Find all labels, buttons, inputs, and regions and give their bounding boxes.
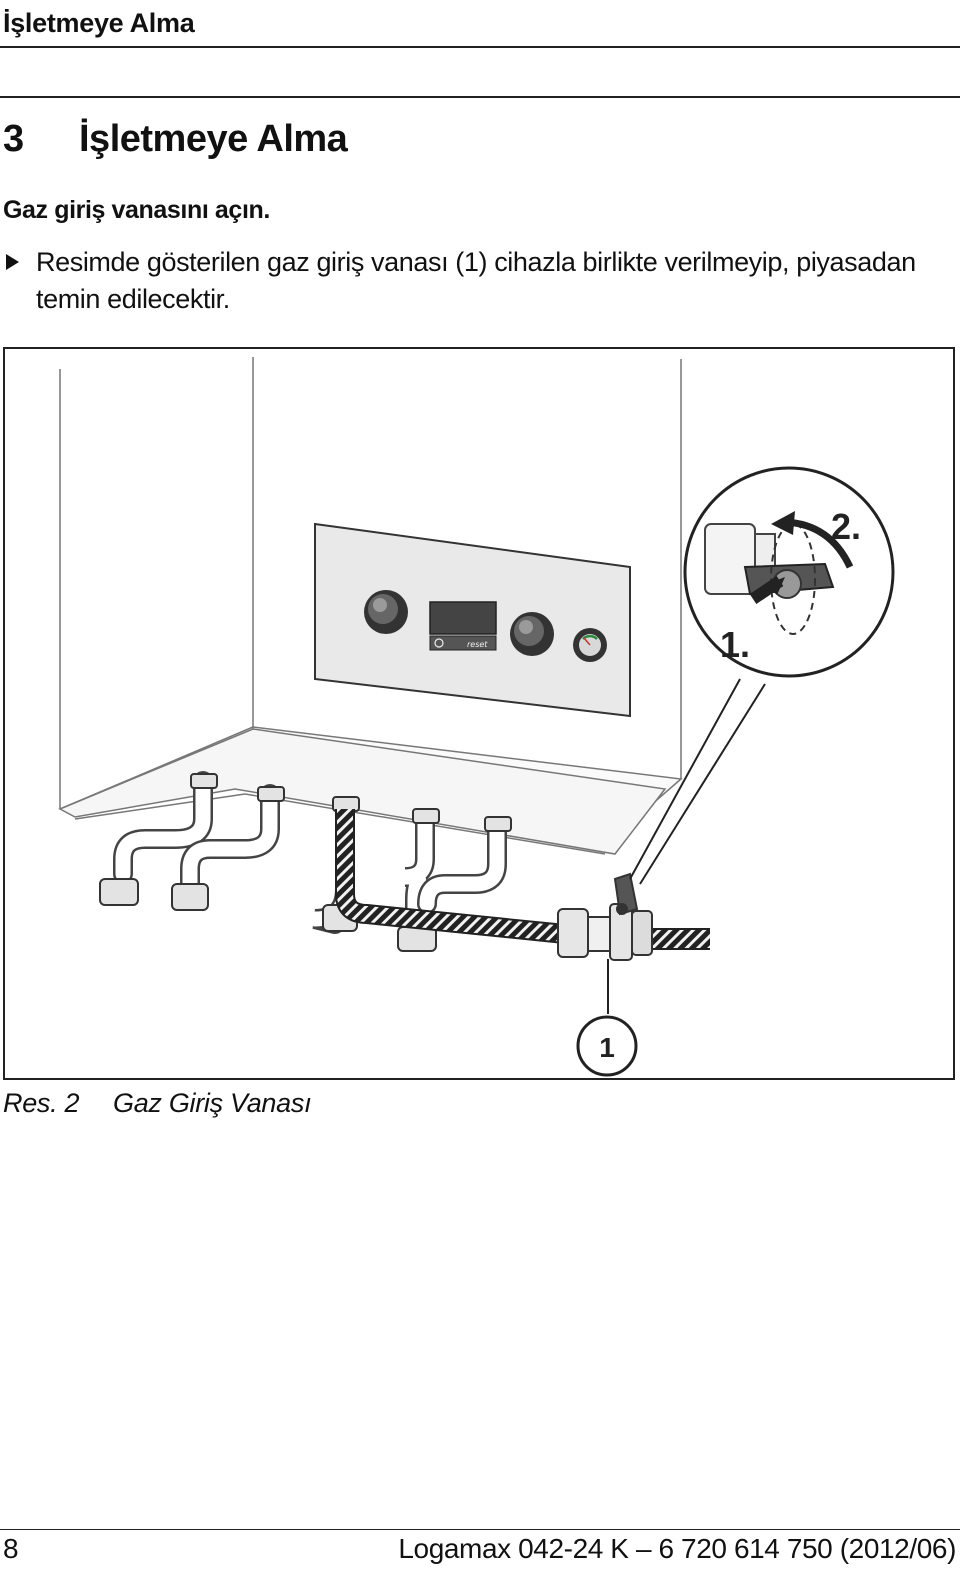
part-number-label: 1 [599, 1032, 615, 1063]
document-id: Logamax 042-24 K – 6 720 614 750 (2012/0… [398, 1533, 956, 1564]
section-heading: 3 İşletmeye Alma [3, 118, 348, 161]
pressure-gauge-icon [573, 628, 607, 662]
leader-lines [607, 678, 766, 1014]
page-number: 8 [3, 1533, 19, 1564]
right-knob-icon [510, 612, 554, 656]
caption-title: Gaz Giriş Vanası [113, 1088, 312, 1118]
caption-label: Res. 2 [3, 1088, 80, 1118]
section-number: 3 [3, 118, 24, 160]
boiler-illustration: reset [58, 357, 895, 1077]
reset-button [429, 635, 497, 651]
control-panel: reset [314, 522, 631, 718]
part-number-badge: 1 [576, 1015, 638, 1077]
callout-step-1: 1. [720, 624, 750, 665]
figure-caption: Res. 2 Gaz Giriş Vanası [3, 1088, 312, 1119]
gas-inlet-valve [557, 872, 653, 961]
section-title: İşletmeye Alma [79, 118, 348, 160]
boiler-body [58, 357, 683, 855]
zoom-detail: 2. 1. [683, 466, 895, 678]
reset-label: reset [467, 640, 488, 649]
section-rule [0, 96, 960, 98]
step-heading: Gaz giriş vanasını açın. [3, 196, 270, 224]
running-header: İşletmeye Alma [3, 8, 195, 38]
figure-gas-valve: reset [3, 347, 955, 1080]
left-knob-icon [364, 590, 408, 634]
header-rule [0, 46, 960, 48]
bullet-triangle-icon [6, 254, 19, 270]
display-screen [429, 601, 497, 635]
footer-rule [0, 1529, 960, 1530]
instruction-text: Resimde gösterilen gaz giriş vanası (1) … [36, 247, 916, 314]
gas-hose [335, 809, 710, 950]
callout-step-2: 2. [831, 506, 861, 547]
